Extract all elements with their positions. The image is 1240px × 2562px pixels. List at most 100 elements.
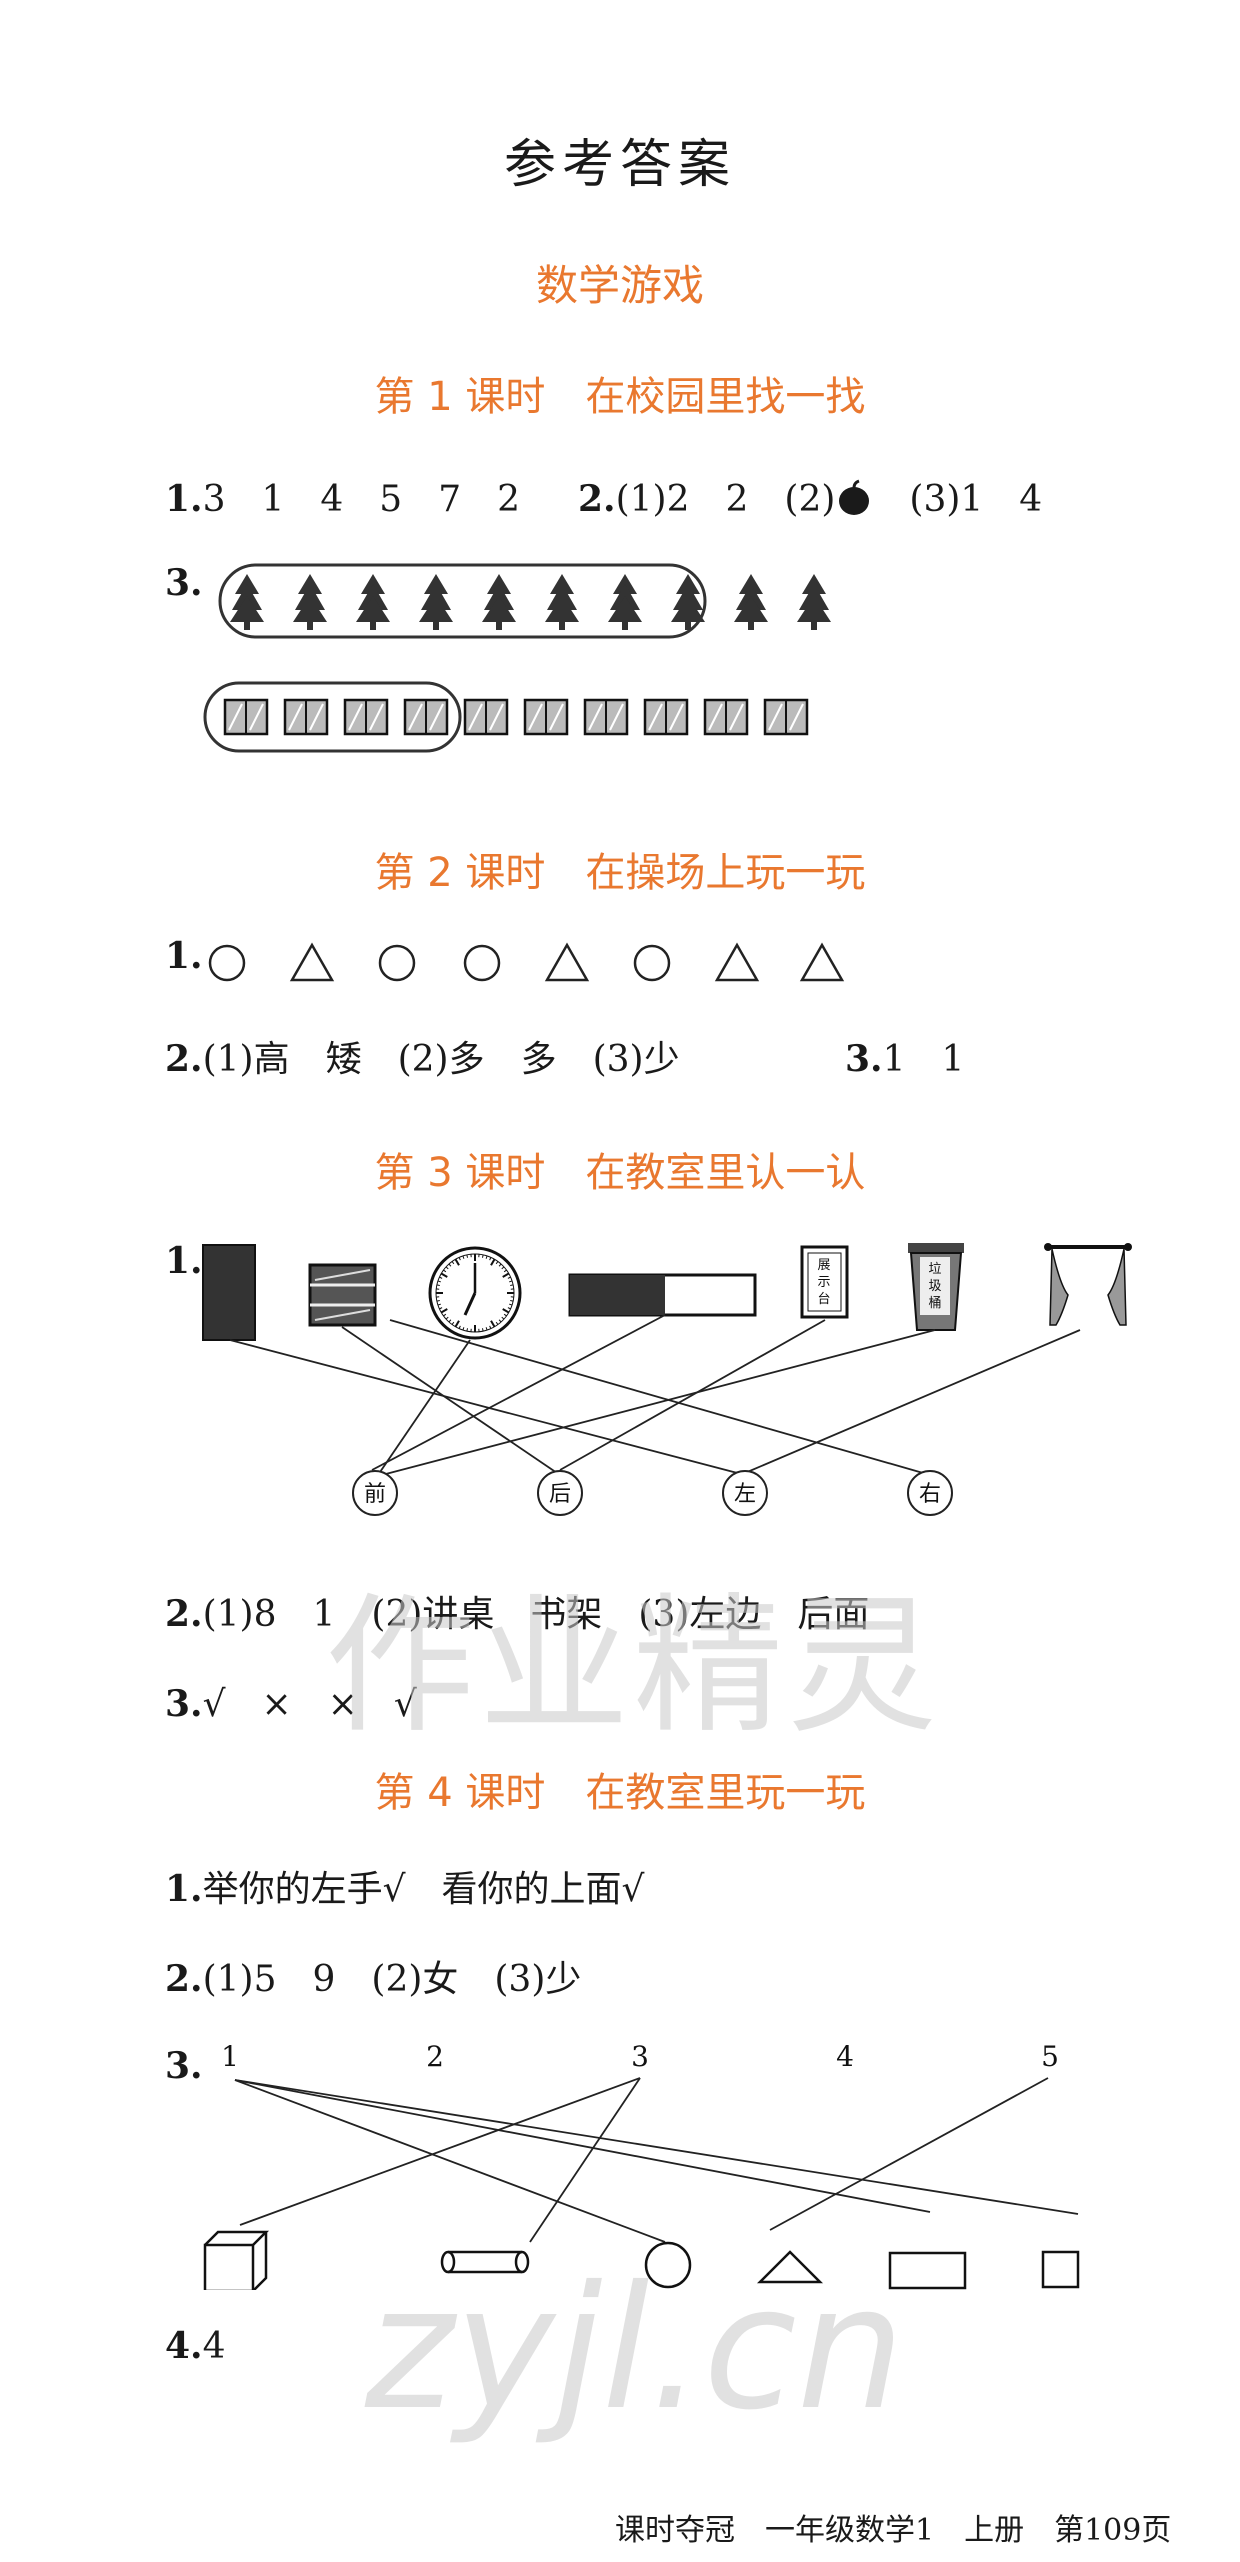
triangle-icon [544,942,590,982]
trash-can-icon: 垃圾桶 [908,1243,964,1331]
shape-number: 1 [221,2040,239,2073]
triangle-icon [289,942,335,982]
tree-icon [230,574,264,630]
bookshelf-icon [308,1263,377,1327]
tree-group-outline [218,563,707,639]
svg-text:后: 后 [549,1482,571,1507]
lesson3-q1: 1. [165,1240,203,1282]
svg-text:前: 前 [364,1482,386,1507]
cube-icon [203,2230,270,2290]
svg-text:右: 右 [919,1482,941,1507]
lesson2-q1-shapes [208,942,845,982]
box-group-outline [203,681,462,753]
circle-icon [378,944,416,982]
q2-answer: (1)2 2 (2) [615,479,836,520]
direction-label: 左 [722,1470,768,1516]
exhibit-stand-icon: 展示台 [800,1245,849,1319]
l2-q2-number: 2. [165,1038,203,1080]
circle-icon [208,944,246,982]
blackboard-icon [568,1273,757,1317]
lesson3-heading: 第 3 课时 在教室里认一认 [374,1150,866,1196]
svg-text:左: 左 [734,1482,756,1507]
shape-number: 5 [1041,2040,1059,2073]
lesson2-heading: 第 2 课时 在操场上玩一玩 [374,850,866,896]
box-icon [763,698,809,736]
lesson3-q3: 3.√ × × √ [165,1675,417,1727]
lesson4-q4: 4.4 [165,2325,226,2367]
l4-q4-number: 4. [165,2325,203,2367]
door-icon [202,1244,256,1341]
watermark-top: 作业精灵 [325,1580,942,1754]
q2-answer-tail: (3)1 4 [873,479,1043,520]
box-icon [583,698,629,736]
l2-q1-number: 1. [165,935,203,977]
lesson3-q2: 2.(1)8 1 (2)讲桌 书架 (3)左边 后面 [165,1585,869,1637]
tree-icon [419,574,453,630]
lesson1-q2: 2.(1)2 2 (2) (3)1 4 [578,470,1042,522]
l4-q1-number: 1. [165,1868,203,1910]
lesson4-q1: 1.举你的左手√ 看你的上面√ [165,1860,644,1912]
direction-label: 右 [907,1470,953,1516]
l4-q1-answer: 举你的左手√ 看你的上面√ [202,1869,645,1910]
tree-icon [734,574,768,630]
q3-number: 3. [165,562,203,604]
triangle-icon [714,942,760,982]
l3-q2-answer: (1)8 1 (2)讲桌 书架 (3)左边 后面 [202,1594,870,1635]
l4-matching-lines [234,2077,1079,2243]
lesson3-q1-figure: 展示台 垃圾桶 前 后 左 右 [202,1243,1132,1516]
cylinder-icon [440,2250,530,2274]
lesson2-q3: 3.1 1 [845,1030,964,1082]
shape-number: 2 [426,2040,444,2073]
direction-label: 后 [537,1470,583,1516]
l4-q2-number: 2. [165,1958,203,2000]
tree-icon [356,574,390,630]
box-icon [523,698,569,736]
triangle-icon [756,2250,824,2284]
box-icon [703,698,749,736]
page-title: 参考答案 [503,135,736,195]
lesson4-q3: 3. [165,2045,203,2087]
lesson1-heading: 第 1 课时 在校园里找一找 [374,374,866,420]
box-icon [643,698,689,736]
l4-q2-answer: (1)5 9 (2)女 (3)少 [202,1959,582,2000]
lesson4-q3-figure: 1 2 3 4 5 [203,2040,1080,2290]
l3-q3-number: 3. [165,1683,203,1725]
q1-answer: 3 1 4 5 7 2 [202,479,521,520]
box-icon [463,698,509,736]
svg-text:展示台: 展示台 [817,1258,830,1307]
box-icon [343,698,389,736]
l3-q2-number: 2. [165,1593,203,1635]
tree-icon [797,574,831,630]
lesson4-heading: 第 4 课时 在教室里玩一玩 [374,1770,866,1816]
l3-q1-number: 1. [165,1240,203,1282]
q1-number: 1. [165,478,203,520]
rectangle-icon [888,2251,967,2290]
svg-text:垃圾桶: 垃圾桶 [928,1262,941,1311]
matching-lines [229,1314,1081,1476]
shape-number: 4 [836,2040,854,2073]
box-icon [403,698,449,736]
lesson2-q2: 2.(1)高 矮 (2)多 多 (3)少 [165,1030,680,1082]
apple-icon [839,479,870,515]
tree-icon [608,574,642,630]
lesson4-q2: 2.(1)5 9 (2)女 (3)少 [165,1950,581,2002]
l2-q3-answer: 1 1 [882,1039,965,1080]
l2-q2-answer: (1)高 矮 (2)多 多 (3)少 [202,1039,680,1080]
circle-icon [463,944,501,982]
shape-number: 3 [631,2040,649,2073]
tree-icon [293,574,327,630]
l4-q4-answer: 4 [202,2326,226,2367]
tree-icon [482,574,516,630]
triangle-icon [799,942,845,982]
l3-q3-answer: √ × × √ [202,1684,417,1725]
section-title: 数学游戏 [535,261,704,310]
tree-icon [671,574,705,630]
square-icon [1041,2250,1080,2289]
circle-icon [633,944,671,982]
box-icon [283,698,329,736]
lesson2-q1: 1. [165,935,203,977]
l4-q3-number: 3. [165,2045,203,2087]
sphere-icon [644,2241,692,2289]
box-icon [223,698,269,736]
lesson1-q1: 1.3 1 4 5 7 2 [165,470,520,522]
